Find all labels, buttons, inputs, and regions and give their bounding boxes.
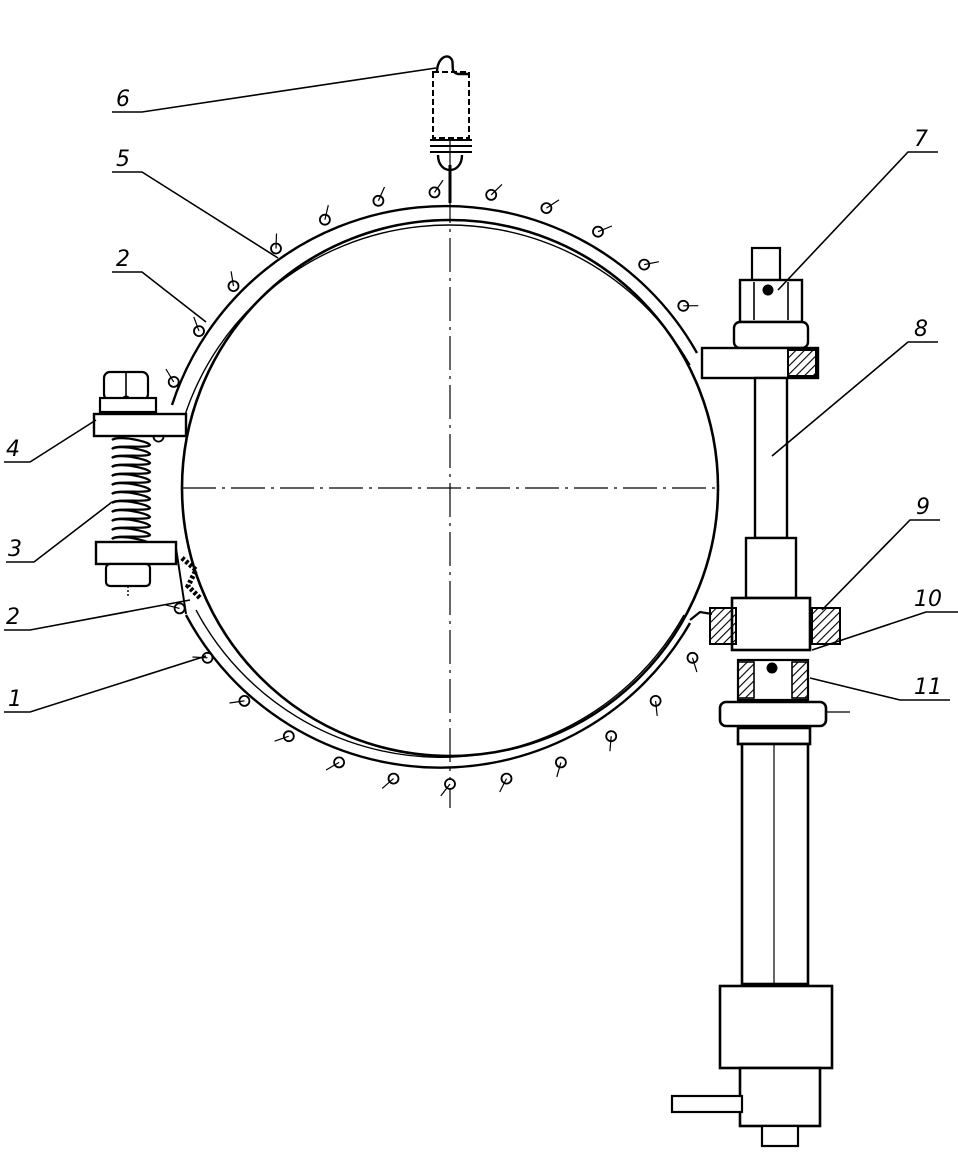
roller-tick [229,700,245,704]
roller-tick [230,271,235,287]
roller-tick [644,261,660,266]
roller-tick [381,778,394,789]
upper-arm-hatch [787,349,817,377]
leader-6 [112,67,437,113]
roller-tick [434,179,444,193]
lower-bracket [94,540,178,566]
leader-7 [777,151,938,291]
leader-1 [4,655,207,713]
roller-tick [490,183,503,196]
roller-tick [440,783,451,797]
label-11: 11 [914,675,942,700]
roller-tick [609,736,612,752]
roller-tick [193,316,200,332]
lower-nut-hatch-r [791,661,809,699]
roller-tick [546,199,560,209]
leader-9 [821,519,940,611]
roller-tick [655,700,658,716]
shaft-upper [753,376,789,540]
top-nut-cap [750,246,782,282]
clamp-band-inner-lower [195,609,685,758]
roller-tick [691,657,698,673]
shaft-collar [744,536,798,600]
roller-tick [165,368,175,383]
leader-4 [4,419,97,463]
label-3: 3 [8,537,22,562]
roller-tick [274,735,289,742]
hanger-assembly [430,55,472,203]
callout-labels: 6 5 2 4 3 2 1 7 8 9 10 11 [6,87,942,712]
roller-set [147,179,699,797]
leader-2b [4,599,191,631]
leader-10 [811,611,958,651]
side-handle [670,1094,744,1114]
roller-tick [377,186,386,202]
roller-tick [325,761,340,771]
right-pad-hatch [811,607,841,645]
tool-post [670,246,850,1148]
label-2b: 2 [6,605,20,630]
leader-5 [112,171,279,259]
label-1: 1 [8,687,22,712]
label-9: 9 [916,495,930,520]
label-10: 10 [914,587,942,612]
left-pad-hatch [709,607,737,645]
label-4: 4 [6,437,20,462]
clamp-spring [111,437,152,549]
clamp-band-1-lower [184,614,692,769]
label-2a: 2 [116,247,130,272]
top-nut-center [762,284,774,296]
lower-flange [718,700,828,728]
roller-tick [164,604,180,609]
top-nut-base [732,320,810,350]
screw-clamp [92,370,202,615]
chain-link-hatched [180,556,202,600]
ring-shoe [689,610,713,621]
label-6: 6 [116,87,130,112]
roller-tick [556,762,562,778]
lower-nut-pin [766,662,778,674]
leader-3 [6,501,113,563]
washer-top [98,396,158,414]
motor-base [738,1066,822,1128]
nut-bottom [104,562,152,588]
label-8: 8 [914,317,928,342]
lower-nut-hatch-l [737,661,755,699]
leader-2a [112,271,207,323]
hanger-body [432,71,470,139]
label-7: 7 [914,127,928,152]
pipe-ring [170,204,720,769]
leader-11 [809,677,950,701]
tool-body [740,742,810,986]
tool-body-upper [736,726,812,746]
band-connector [175,547,187,615]
motor-housing [718,984,834,1070]
roller-tick [499,778,508,793]
roller-tick [275,233,278,249]
clamp-band-inner-upper [183,224,691,419]
bottom-nut [760,1124,800,1148]
slider-block [730,596,812,652]
upper-bracket [92,412,188,438]
label-5: 5 [116,147,130,172]
leader-8 [771,341,938,457]
clamp-band-1-upper [170,204,699,406]
roller-tick [597,225,613,233]
leader-lines [4,67,958,713]
roller-tick [324,204,329,220]
